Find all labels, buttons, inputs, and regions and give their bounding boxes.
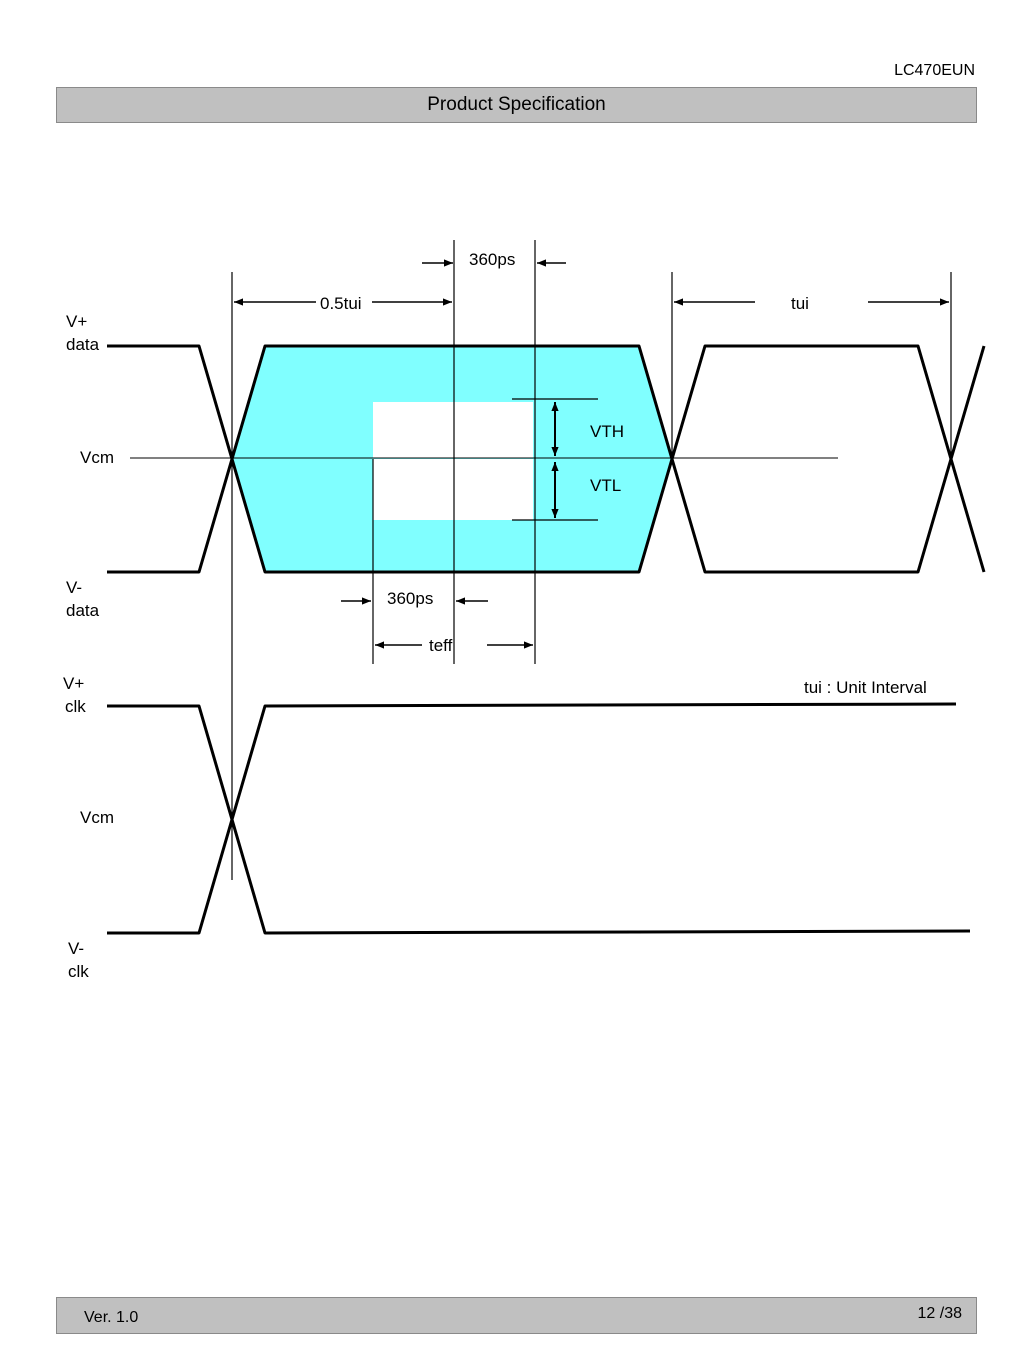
- label-v-minus-clk-1: V-: [68, 939, 84, 958]
- label-vtl: VTL: [590, 476, 621, 495]
- label-legend: tui : Unit Interval: [804, 678, 927, 697]
- label-vcm-clk: Vcm: [80, 808, 114, 827]
- label-v-minus-clk-2: clk: [68, 962, 89, 981]
- label-v-plus-clk-1: V+: [63, 674, 84, 693]
- data-waveform-upper: [107, 344, 986, 574]
- mask-lower: [373, 459, 533, 520]
- data-waveform: [107, 344, 986, 574]
- label-vth: VTH: [590, 422, 624, 441]
- reference-lines: [231, 240, 952, 880]
- label-v-plus-data-1: V+: [66, 312, 87, 331]
- label-vcm-data: Vcm: [80, 448, 114, 467]
- page-title: Product Specification: [427, 94, 606, 115]
- label-v-plus-data-2: data: [66, 335, 100, 354]
- dimension-arrows: [234, 259, 949, 649]
- model-number: LC470EUN: [894, 62, 975, 79]
- footer-bar: Ver. 1.0 12 /38: [56, 1297, 977, 1334]
- title-bar: Product Specification: [56, 87, 977, 123]
- clock-waveform: [107, 702, 971, 935]
- clock-waveform-lower: [107, 702, 957, 935]
- label-v-minus-data-1: V-: [66, 578, 82, 597]
- label-setup-360ps: 360ps: [469, 250, 515, 269]
- label-tui: tui: [791, 294, 809, 313]
- clock-waveform-upper: [107, 704, 971, 935]
- label-half-tui: 0.5tui: [320, 294, 362, 313]
- label-teff: teff: [429, 636, 453, 655]
- mask-upper: [373, 402, 533, 458]
- label-v-minus-data-2: data: [66, 601, 100, 620]
- label-v-plus-clk-2: clk: [65, 697, 86, 716]
- label-hold-360ps: 360ps: [387, 589, 433, 608]
- version-label: Ver. 1.0: [84, 1309, 139, 1326]
- data-waveform-lower: [107, 344, 986, 574]
- page-number: 12 /38: [917, 1305, 962, 1322]
